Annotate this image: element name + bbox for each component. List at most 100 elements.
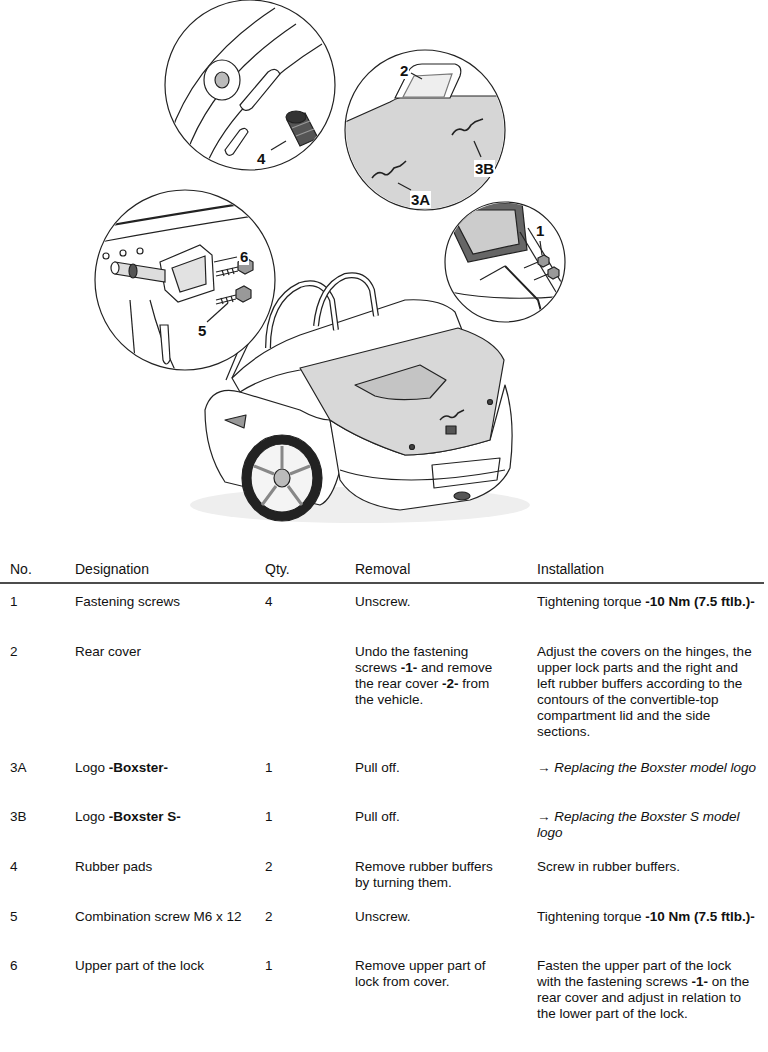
table-removal-step: Pull off. xyxy=(355,760,503,776)
drawing-path xyxy=(115,262,165,282)
drawing-path xyxy=(345,96,510,215)
drawing-path xyxy=(204,44,322,170)
table-installation-step: Screw in rubber buffers. xyxy=(537,859,759,875)
table-quantity: 1 xyxy=(265,760,345,776)
table-quantity: 2 xyxy=(265,859,345,875)
drawing-ellipse xyxy=(111,262,119,274)
drawing-path xyxy=(216,295,236,304)
drawing-circle xyxy=(445,202,565,322)
text-run: 3B xyxy=(475,160,494,177)
drawing-path xyxy=(450,210,519,254)
drawing-path xyxy=(474,141,481,157)
drawing-path xyxy=(540,241,542,255)
callout-number: 1 xyxy=(535,222,545,239)
text-run: Upper part of the lock xyxy=(75,958,204,973)
bold-run: -10 Nm (7.5 ftlb.)- xyxy=(645,909,755,924)
bold-run: -10 Nm (7.5 ftlb.)- xyxy=(645,594,755,609)
drawing-path xyxy=(254,446,310,505)
bold-run: -Boxster S- xyxy=(109,809,181,824)
text-run: 3B xyxy=(10,809,27,824)
drawing-path xyxy=(548,267,559,279)
drawing-path xyxy=(452,119,483,135)
drawing-ellipse xyxy=(204,60,240,100)
table-number: 5 xyxy=(10,909,65,925)
table-designation: Logo -Boxster S- xyxy=(75,809,250,825)
text-run: 1 xyxy=(265,958,273,973)
table-removal-step: Remove rubber buffers by turning them. xyxy=(355,859,503,891)
table-removal-step: Remove upper part of lock from cover. xyxy=(355,958,503,990)
bold-run: -Boxster- xyxy=(109,760,168,775)
drawing-ellipse xyxy=(286,111,306,123)
drawing-path xyxy=(170,8,275,135)
table-quantity: 1 xyxy=(265,958,345,974)
table-quantity: 2 xyxy=(265,909,345,925)
text-run: Installation xyxy=(537,561,604,577)
drawing-path xyxy=(524,262,548,280)
table-header: Designation xyxy=(75,561,250,577)
drawing-path xyxy=(95,198,280,228)
table-designation: Logo -Boxster- xyxy=(75,760,250,776)
text-run: Pull off. xyxy=(355,809,400,824)
table-installation-step: Tightening torque -10 Nm (7.5 ftlb.)- xyxy=(537,594,759,610)
detail-rubber-buffer xyxy=(165,0,335,170)
table-header: No. xyxy=(10,561,65,577)
drawing-path xyxy=(300,328,504,455)
detail-hinge xyxy=(440,202,568,322)
table-number: 2 xyxy=(10,644,65,660)
text-run: Screw in rubber buffers. xyxy=(537,859,680,874)
table-designation: Combination screw M6 x 12 xyxy=(75,909,250,925)
drawing-circle xyxy=(120,250,126,256)
bold-run: -1- xyxy=(692,974,709,989)
table-number: 3B xyxy=(10,809,65,825)
detail-rear-cover xyxy=(345,50,510,215)
drawing-path xyxy=(95,212,280,243)
text-run: → Replacing the Boxster model logo xyxy=(537,760,756,775)
table-header: Installation xyxy=(537,561,759,577)
drawing-path xyxy=(398,183,411,190)
drawing-path xyxy=(160,245,214,302)
text-run: Designation xyxy=(75,561,149,577)
drawing-ellipse xyxy=(251,444,313,512)
text-run: 4 xyxy=(265,594,273,609)
text-run: Tightening torque xyxy=(537,594,645,609)
drawing-rect xyxy=(446,426,456,434)
table-quantity: 1 xyxy=(265,809,345,825)
table-number: 3A xyxy=(10,760,65,776)
drawing-path xyxy=(372,161,406,178)
text-run: 3A xyxy=(10,760,27,775)
drawing-path xyxy=(505,266,544,322)
drawing-path xyxy=(340,470,505,480)
text-run: 4 xyxy=(10,859,18,874)
drawing-g xyxy=(170,8,322,170)
drawing-path xyxy=(520,232,562,302)
drawing-path xyxy=(172,256,206,292)
table-designation: Rear cover xyxy=(75,644,250,660)
drawing-ellipse xyxy=(215,72,229,88)
text-run: Logo xyxy=(75,809,109,824)
drawing-path xyxy=(225,415,246,428)
drawing-circle xyxy=(137,248,143,254)
drawing-path xyxy=(480,266,505,280)
drawing-path xyxy=(292,121,314,136)
drawing-path xyxy=(440,410,464,420)
drawing-g xyxy=(440,203,568,322)
drawing-circle xyxy=(165,0,335,170)
drawing-path xyxy=(216,267,238,276)
table-removal-step: Undo the fastening screws -1- and remove… xyxy=(355,644,503,708)
drawing-path xyxy=(214,257,237,262)
drawing-path xyxy=(240,69,280,110)
text-run: 4 xyxy=(257,150,265,167)
table-number: 1 xyxy=(10,594,65,610)
drawing-path xyxy=(207,303,228,322)
drawing-path xyxy=(150,300,176,372)
drawing-path xyxy=(186,24,296,155)
drawing-g xyxy=(345,64,510,215)
table-removal-step: Pull off. xyxy=(355,809,503,825)
text-run: 2 xyxy=(265,909,273,924)
table-number: 6 xyxy=(10,958,65,974)
text-run: Unscrew. xyxy=(355,909,411,924)
drawing-path xyxy=(160,325,170,364)
text-run: Removal xyxy=(355,561,410,577)
